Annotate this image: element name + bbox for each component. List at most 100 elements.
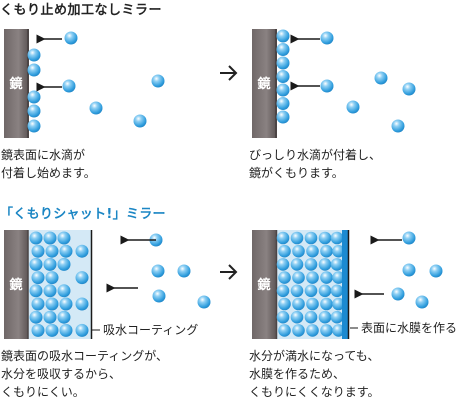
water-film [342, 230, 348, 339]
section-title-shut: 「くもりシャット!」ミラー [0, 207, 166, 222]
droplet-icon [64, 31, 78, 45]
droplet-icon [151, 264, 165, 278]
droplet-icon [29, 310, 43, 324]
mirror [252, 230, 276, 339]
mirror [4, 230, 28, 339]
droplet-icon [320, 31, 334, 45]
droplet-icon [292, 297, 305, 311]
droplet-icon [29, 231, 43, 245]
droplet-icon [75, 323, 89, 337]
droplet-icon [330, 231, 344, 245]
droplet-icon [177, 264, 191, 278]
mirror [4, 29, 28, 138]
arrow-right-icon [220, 65, 238, 81]
droplet-icon [330, 310, 344, 324]
droplet-icon [306, 271, 319, 284]
droplet-icon [45, 297, 59, 311]
droplet-icon [320, 271, 333, 284]
mirror-label: 鏡 [9, 277, 22, 293]
panel-normal-initial [4, 29, 165, 138]
caption-shut-full: 水分が満水になっても、 水膜を作るため、 くもりにくくなります。 [249, 349, 380, 399]
droplet-icon [318, 258, 332, 271]
droplet-icon [45, 323, 59, 337]
droplet-icon [276, 110, 290, 124]
droplet-icon [391, 287, 405, 301]
droplet-icon [151, 74, 165, 88]
droplet-icon [320, 297, 333, 311]
droplet-icon [276, 97, 290, 110]
droplet-icon [292, 271, 305, 284]
droplet-icon [57, 231, 71, 245]
mirror-surface-edge [275, 29, 277, 138]
droplet-icon [306, 324, 319, 337]
droplet-icon [318, 310, 332, 324]
droplet-icon [27, 48, 41, 62]
droplet-icon [29, 257, 43, 271]
droplet-icon [276, 29, 290, 43]
droplet-icon [75, 271, 89, 285]
arrow-right-icon [220, 264, 238, 280]
droplet-icon [320, 324, 333, 337]
droplet-icon [332, 271, 345, 284]
droplet-icon [290, 284, 304, 298]
droplet-icon [320, 79, 334, 93]
droplet-icon [391, 119, 405, 133]
droplet-icon [43, 257, 57, 271]
droplet-icon [31, 297, 45, 311]
droplet-icon [332, 297, 345, 311]
droplet-icon [415, 295, 429, 309]
droplet-icon [133, 114, 147, 128]
droplet-icon [276, 56, 290, 70]
droplet-icon [332, 244, 345, 258]
caption-shut-absorbing: 鏡表面の吸水コーティングが、 水分を吸収するから、 くもりにくい。 [1, 349, 169, 399]
droplet-icon [57, 284, 71, 298]
droplet-icon [276, 43, 290, 56]
droplet-icon [290, 310, 304, 324]
droplet-icon [276, 258, 290, 271]
droplet-icon [402, 82, 416, 96]
mirror-label: 鏡 [257, 277, 270, 293]
mirror-surface-edge [27, 29, 29, 138]
droplet-icon [304, 284, 318, 298]
droplet-icon [27, 119, 41, 133]
droplet-icon [27, 104, 41, 118]
droplet-icon [59, 323, 73, 337]
droplet-icon [278, 324, 291, 337]
droplet-icon [318, 284, 332, 298]
droplet-icon [31, 323, 45, 337]
coating-label: 吸水コーティング [103, 323, 199, 337]
droplet-icon [29, 284, 43, 298]
droplet-icon [290, 258, 304, 271]
droplet-icon [330, 258, 344, 271]
droplet-icon [152, 289, 166, 303]
droplet-icon [62, 79, 76, 93]
mirror-label: 鏡 [257, 76, 270, 92]
droplet-icon [374, 71, 388, 85]
droplet-icon [43, 284, 57, 298]
droplet-icon [332, 324, 345, 337]
droplet-icon [276, 83, 290, 97]
droplet-icon [59, 244, 73, 258]
droplet-icon [346, 100, 360, 114]
droplet-icon [75, 297, 89, 311]
droplet-icon [276, 231, 290, 245]
droplet-icon [31, 244, 45, 258]
caption-normal-initial: 鏡表面に水滴が 付着し始めます。 [1, 148, 96, 180]
droplet-icon [292, 324, 305, 337]
mirror-label: 鏡 [9, 76, 22, 92]
droplet-icon [292, 244, 305, 258]
droplet-icon [278, 297, 291, 311]
droplet-icon [43, 231, 57, 245]
droplet-icon [45, 271, 59, 285]
section-title-normal: くもり止め加工なしミラー [0, 3, 163, 18]
droplet-icon [197, 295, 211, 309]
droplet-icon [276, 284, 290, 298]
panel-shut-absorbing [4, 230, 211, 339]
droplet-group [29, 231, 211, 337]
droplet-icon [57, 310, 71, 324]
droplet-icon [304, 231, 318, 245]
droplet-icon [89, 101, 103, 115]
droplet-icon [278, 244, 291, 258]
water-film-label: 表面に水膜を作る [361, 321, 458, 335]
